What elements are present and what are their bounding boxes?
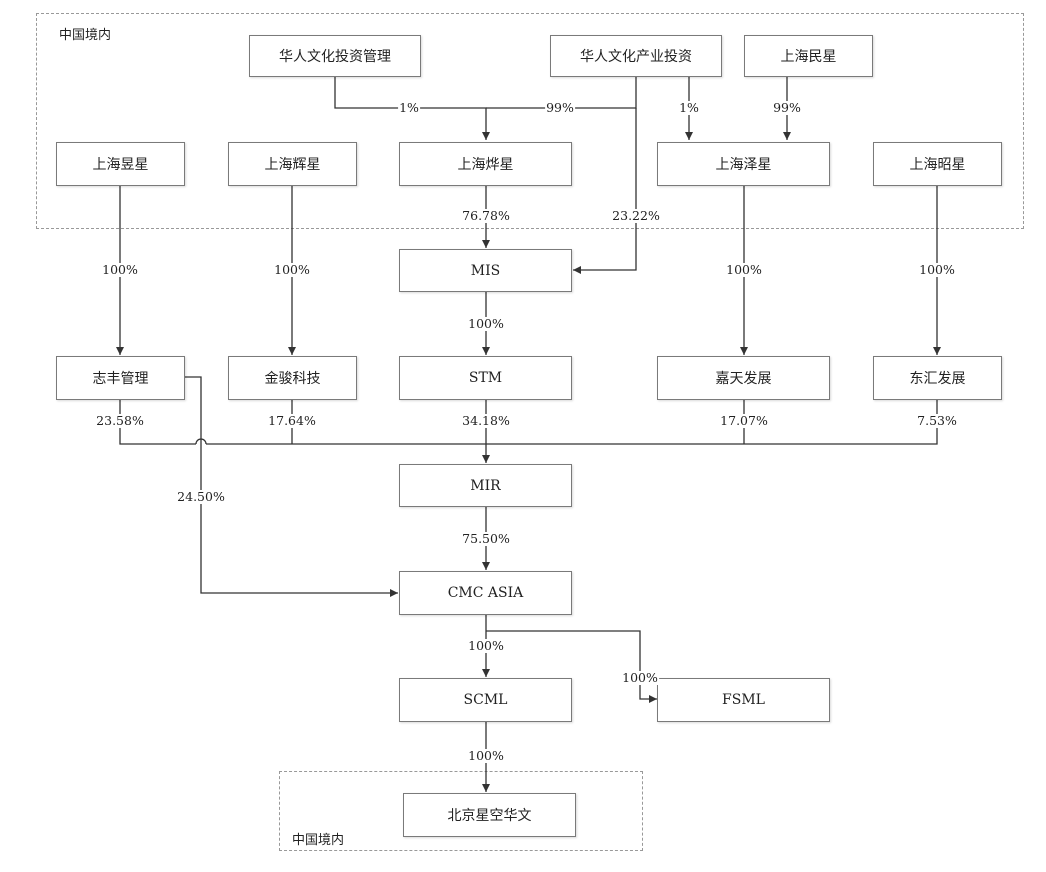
region-china-top: 中国境内 <box>36 13 1024 229</box>
node-jinjun: 金骏科技 <box>228 356 357 400</box>
pct-chanye-zexing: 1% <box>678 100 700 115</box>
pct-stm-mir: 34.18% <box>461 413 511 428</box>
pct-mis-stm: 100% <box>467 316 505 331</box>
pct-donghui-mir: 7.53% <box>916 413 958 428</box>
region-label-bottom: 中国境内 <box>292 833 345 848</box>
pct-jinjun-mir: 17.64% <box>267 413 317 428</box>
node-fsml: FSML <box>657 678 830 722</box>
node-donghui: 东汇发展 <box>873 356 1002 400</box>
edge-chanye-mis <box>573 108 637 274</box>
node-beijing: 北京星空华文 <box>403 793 576 837</box>
pct-huixing-jinjun: 100% <box>273 262 311 277</box>
pct-cmc-scml: 100% <box>467 638 505 653</box>
region-china-bottom: 中国境内 <box>279 771 643 851</box>
node-shanghai-yexing: 上海烨星 <box>399 142 572 186</box>
pct-chanye-yexing: 99% <box>545 100 575 115</box>
node-shanghai-zexing: 上海泽星 <box>657 142 830 186</box>
pct-jiatian-mir: 17.07% <box>719 413 769 428</box>
node-shanghai-yuxing: 上海昱星 <box>56 142 185 186</box>
pct-zhaoxing-donghui: 100% <box>918 262 956 277</box>
node-shanghai-huixing: 上海辉星 <box>228 142 357 186</box>
pct-zhifeng-mir: 23.58% <box>95 413 145 428</box>
node-jiatian: 嘉天发展 <box>657 356 830 400</box>
pct-mir-cmc: 75.50% <box>461 531 511 546</box>
pct-minxing-zexing: 99% <box>772 100 802 115</box>
node-zhifeng: 志丰管理 <box>56 356 185 400</box>
pct-yuxing-zhifeng: 100% <box>101 262 139 277</box>
pct-scml-beijing: 100% <box>467 748 505 763</box>
node-shanghai-zhaoxing: 上海昭星 <box>873 142 1002 186</box>
pct-cmc-fsml: 100% <box>621 670 659 685</box>
pct-zhifeng-cmc: 24.50% <box>176 489 226 504</box>
edge-zhifeng-cmc <box>183 376 398 597</box>
region-label-top: 中国境内 <box>59 28 112 43</box>
node-huaren-guanli: 华人文化投资管理 <box>249 35 421 77</box>
node-shanghai-minxing: 上海民星 <box>744 35 873 77</box>
node-mis: MIS <box>399 249 572 292</box>
node-scml: SCML <box>399 678 572 722</box>
pct-chanye-mis: 23.22% <box>611 208 661 223</box>
node-stm: STM <box>399 356 572 400</box>
pct-guanli-yexing: 1% <box>398 100 420 115</box>
pct-yexing-mis: 76.78% <box>461 208 511 223</box>
pct-zexing-jiatian: 100% <box>725 262 763 277</box>
node-cmc-asia: CMC ASIA <box>399 571 572 615</box>
node-huaren-chanye: 华人文化产业投资 <box>550 35 722 77</box>
edge-cmc-fsml <box>486 630 657 703</box>
node-mir: MIR <box>399 464 572 507</box>
